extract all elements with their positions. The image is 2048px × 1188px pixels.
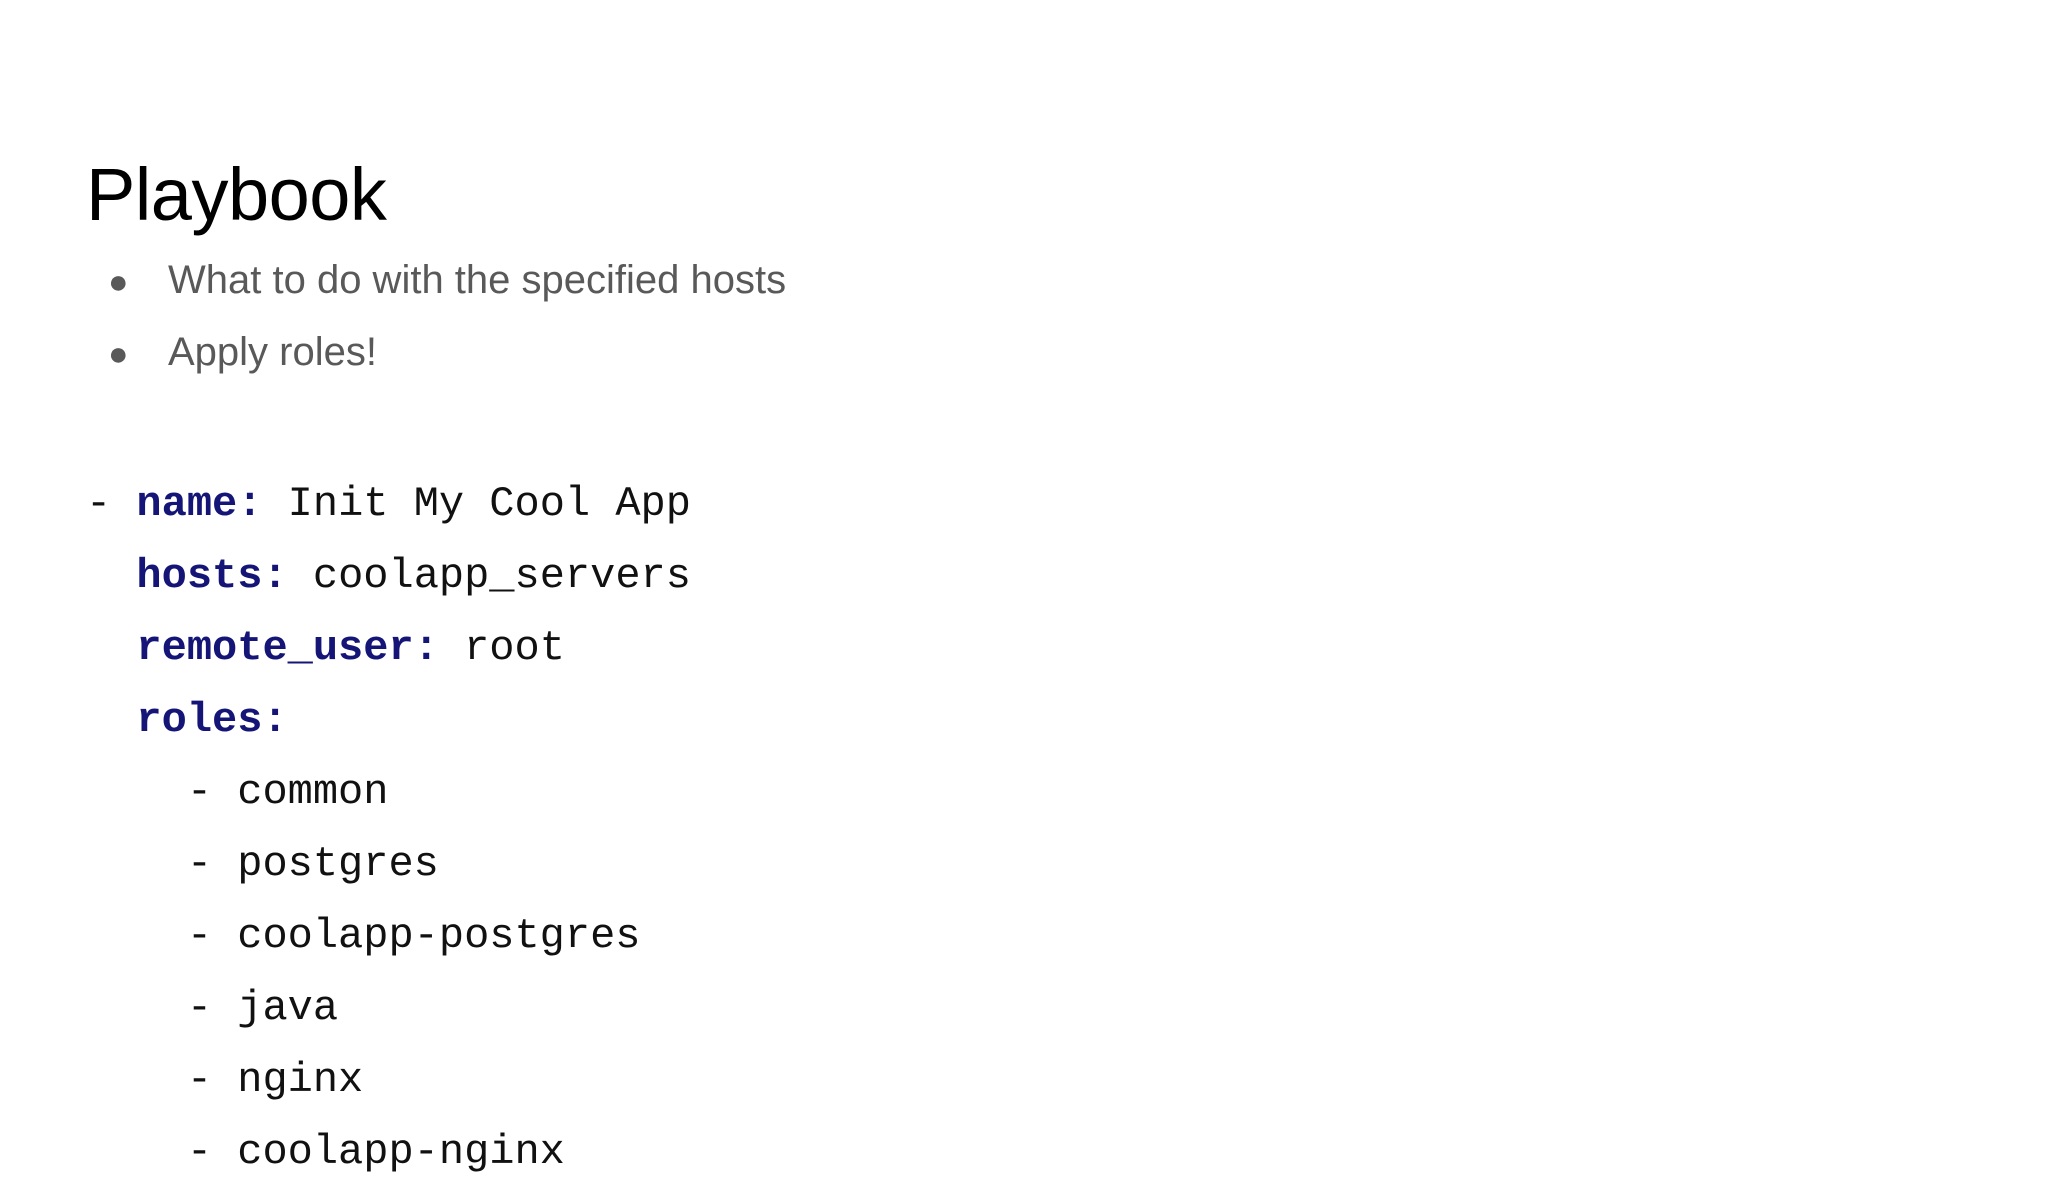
yaml-dash: - (86, 840, 238, 888)
code-line: remote_user: root (86, 612, 691, 684)
yaml-dash: - (86, 768, 238, 816)
yaml-key: remote_user: (136, 624, 439, 672)
list-item-label: What to do with the specified hosts (168, 258, 787, 302)
bullet-dot-icon: ● (108, 335, 129, 373)
yaml-dash: - (86, 984, 238, 1032)
yaml-key: roles: (136, 696, 288, 744)
bullet-dot-icon: ● (108, 263, 129, 301)
yaml-key: hosts: (136, 552, 288, 600)
list-item: ● Apply roles! (86, 317, 1786, 389)
yaml-dash: - (86, 1056, 238, 1104)
yaml-value: postgres (237, 840, 439, 888)
slide-canvas: Playbook ● What to do with the specified… (86, 152, 1786, 1176)
yaml-dash (86, 696, 136, 744)
yaml-value: coolapp_servers (312, 552, 691, 600)
code-line: - coolapp-postgres (86, 900, 691, 972)
list-item-label: Apply roles! (168, 330, 377, 374)
code-line: - java (86, 972, 691, 1044)
code-line: hosts: coolapp_servers (86, 540, 691, 612)
list-item: ● What to do with the specified hosts (86, 245, 1786, 317)
code-line: - name: Init My Cool App (86, 468, 691, 540)
yaml-value: java (237, 984, 339, 1032)
yaml-value: nginx (237, 1056, 364, 1104)
yaml-value: coolapp-nginx (237, 1128, 565, 1176)
yaml-dash: - (86, 1128, 238, 1176)
yaml-value: Init My Cool App (287, 480, 691, 528)
code-line: roles: (86, 684, 691, 756)
yaml-dash (86, 624, 136, 672)
code-line: - postgres (86, 828, 691, 900)
yaml-dash: - (86, 912, 238, 960)
bullet-list: ● What to do with the specified hosts ● … (86, 245, 1786, 389)
yaml-dash: - (86, 480, 137, 528)
yaml-value: coolapp-postgres (237, 912, 641, 960)
yaml-space (288, 552, 313, 600)
yaml-key: name: (136, 480, 263, 528)
code-line: - coolapp-nginx (86, 1116, 691, 1188)
yaml-value: root (464, 624, 565, 672)
yaml-space (439, 624, 464, 672)
yaml-dash (86, 552, 136, 600)
code-line: - nginx (86, 1044, 691, 1116)
code-line: - common (86, 756, 691, 828)
yaml-space (262, 480, 287, 528)
yaml-value: common (237, 768, 389, 816)
yaml-code-block: - name: Init My Cool App hosts: coolapp_… (86, 468, 691, 1188)
page-title: Playbook (86, 152, 387, 236)
